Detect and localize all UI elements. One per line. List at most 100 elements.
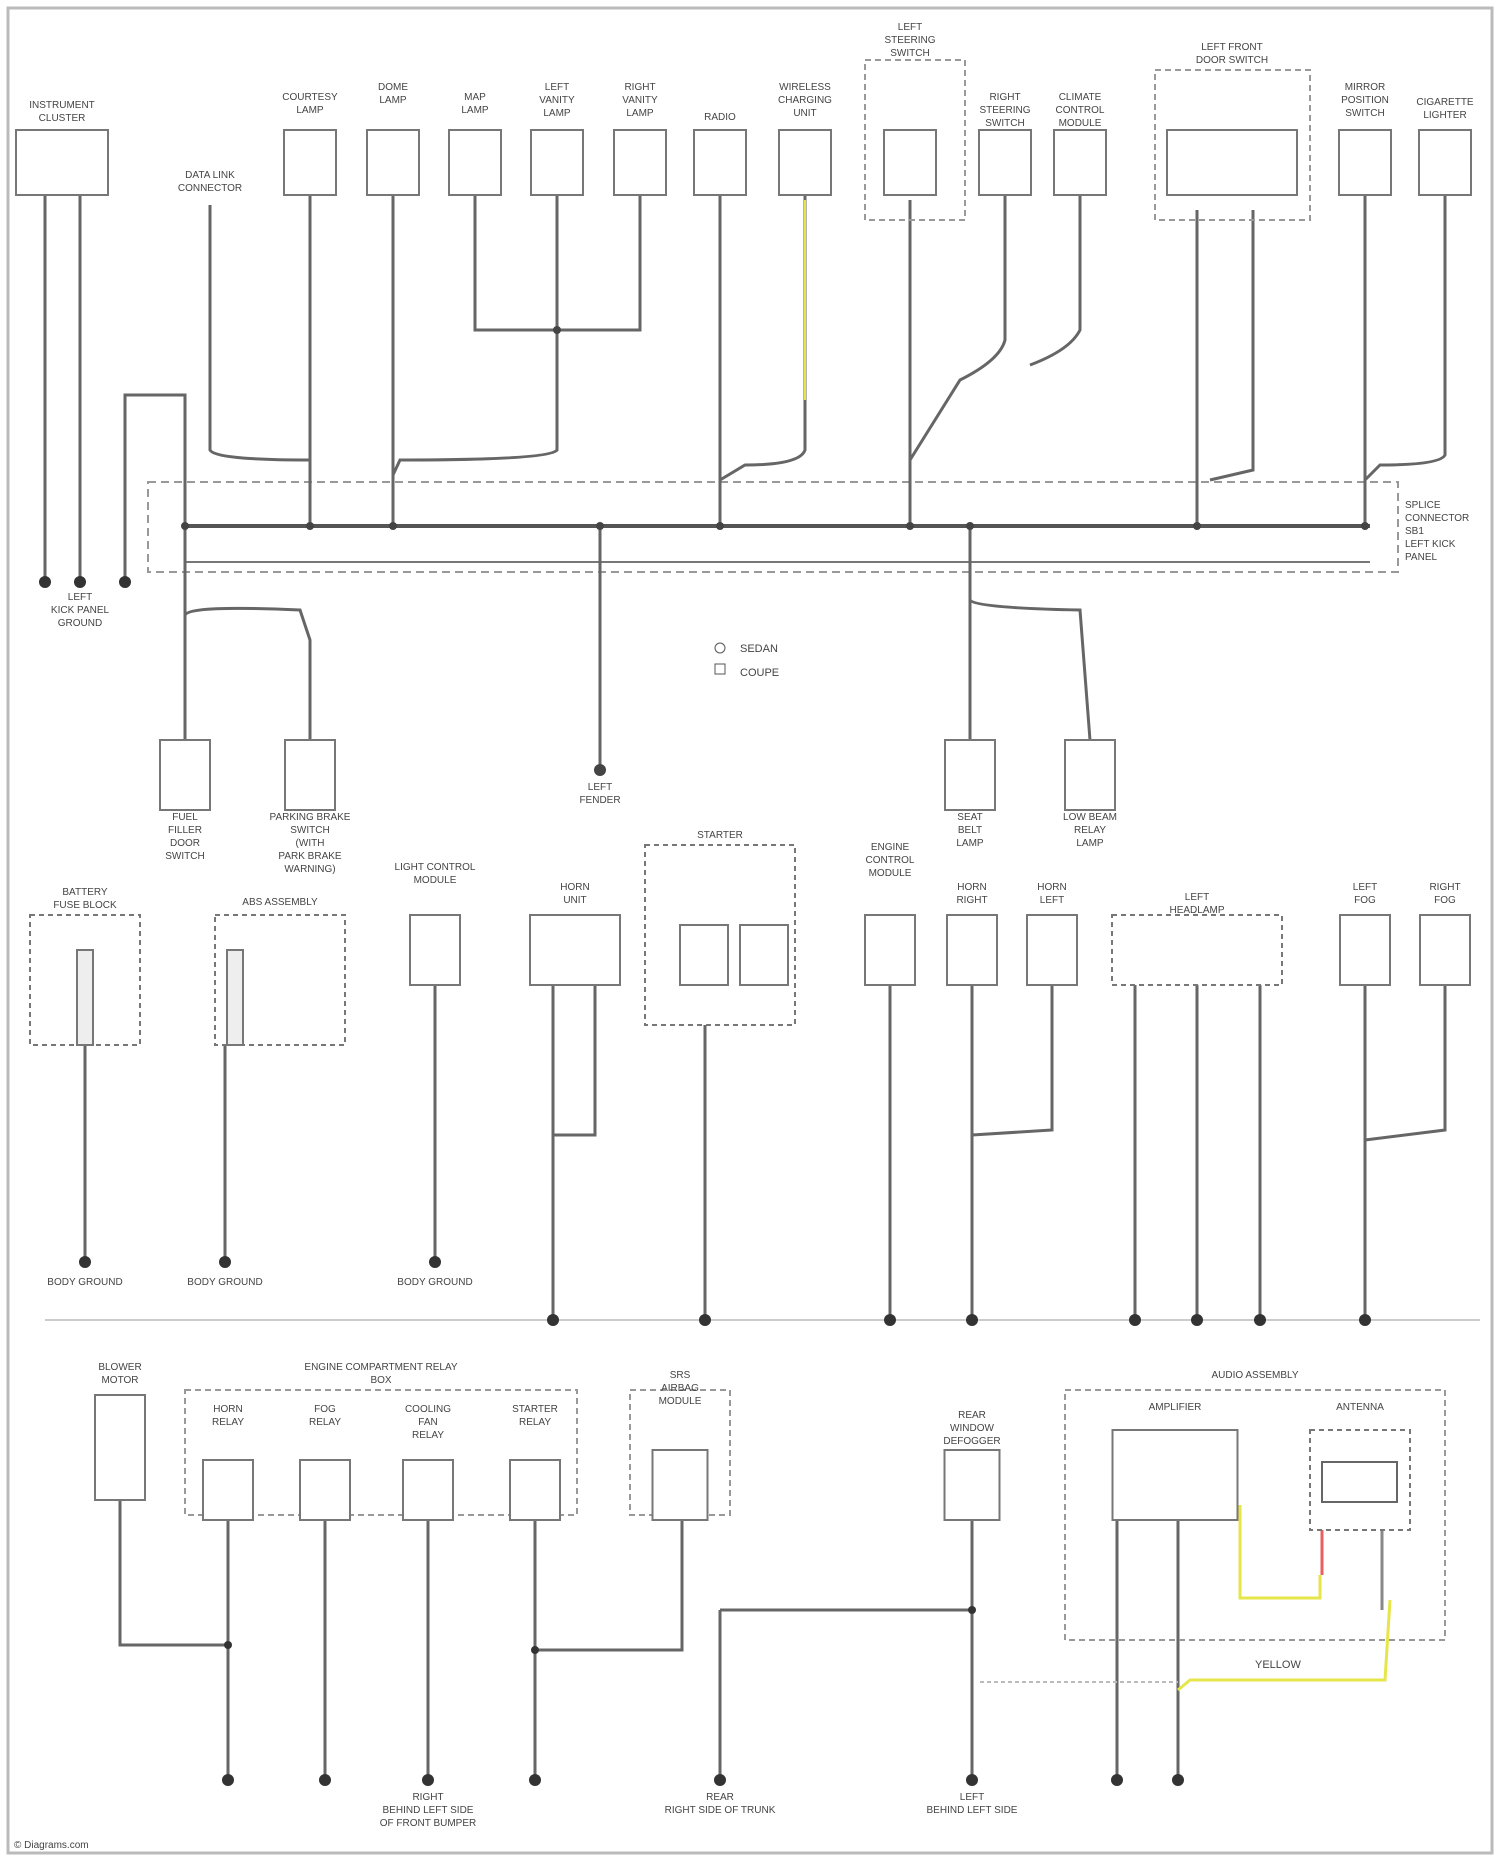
blower-motor-label-line: MOTOR xyxy=(101,1375,138,1386)
ground-location-label-0-line: BEHIND LEFT SIDE xyxy=(383,1805,474,1816)
wireless-charging-unit-label-line: WIRELESS xyxy=(779,82,831,93)
wireless-charging-unit-label-line: UNIT xyxy=(793,108,816,119)
fuel-filler-door-switch-label-line: FUEL xyxy=(172,812,198,823)
fuel-filler-door-switch-connector xyxy=(160,740,210,810)
horn-relay-label-line: HORN xyxy=(213,1404,242,1415)
horn-relay-label-line: RELAY xyxy=(212,1417,244,1428)
legend: SEDAN COUPE xyxy=(715,643,779,679)
ground-location-label-1-line: REAR xyxy=(706,1792,734,1803)
ground-location-label-0-line: RIGHT xyxy=(412,1792,443,1803)
row3-wires xyxy=(120,1500,1178,1780)
cooling-fan-relay-body xyxy=(403,1460,453,1520)
fog-relay-label-line: FOG xyxy=(314,1404,336,1415)
battery-fuse-block-label-line: BATTERY xyxy=(62,887,108,898)
bus-junctions xyxy=(181,326,1369,776)
starter-relay-body xyxy=(510,1460,560,1520)
left-front-door-switch-connector xyxy=(1167,130,1297,195)
left-headlamp-label-line: HEADLAMP xyxy=(1169,905,1224,916)
abs-assembly-label-line: ABS ASSEMBLY xyxy=(242,897,318,908)
left-steering-switch-connector xyxy=(884,130,936,195)
horn-right-label-line: HORN xyxy=(957,882,986,893)
row3-terminals xyxy=(222,1606,1184,1786)
right-steering-switch-connector xyxy=(979,130,1031,195)
parking-brake-switch-label-line: (WITH xyxy=(296,838,325,849)
yellow-label: YELLOW xyxy=(1255,1659,1301,1671)
instrument-cluster-connector xyxy=(16,130,108,195)
airbag-module-body xyxy=(653,1450,708,1520)
splice-connector-label-line: CONNECTOR xyxy=(1405,513,1469,524)
left-vanity-lamp-label-line: LAMP xyxy=(543,108,571,119)
data-link-connector-label-line: DATA LINK xyxy=(185,170,235,181)
courtesy-lamp-label-line: COURTESY xyxy=(282,92,338,103)
horn-right-label-line: RIGHT xyxy=(956,895,987,906)
right-steering-switch-label-line: STEERING xyxy=(979,105,1030,116)
right-fog-label-line: FOG xyxy=(1434,895,1456,906)
mirror-position-switch-connector xyxy=(1339,130,1391,195)
legend-coupe: COUPE xyxy=(740,667,779,679)
instrument-cluster-label-line: CLUSTER xyxy=(39,113,86,124)
rear-window-defogger-label-line: WINDOW xyxy=(950,1423,994,1434)
amplifier-body xyxy=(1113,1430,1238,1520)
parking-brake-switch-connector xyxy=(285,740,335,810)
splice-connector-label-line: SB1 xyxy=(1405,526,1424,537)
fuel-filler-door-switch-label-line: FILLER xyxy=(168,825,202,836)
airbag-module-label-line: SRS xyxy=(670,1370,691,1381)
instrument-cluster-label-line: INSTRUMENT xyxy=(29,100,95,111)
right-vanity-lamp-label-line: RIGHT xyxy=(624,82,655,93)
horn-unit-label-line: HORN xyxy=(560,882,589,893)
dome-lamp-label-line: LAMP xyxy=(379,95,407,106)
parking-brake-switch-label-line: SWITCH xyxy=(290,825,329,836)
left-vanity-lamp-connector xyxy=(531,130,583,195)
climate-control-module-label-line: CONTROL xyxy=(1056,105,1105,116)
climate-control-module-label-line: CLIMATE xyxy=(1059,92,1102,103)
left-headlamp-label-line: LEFT xyxy=(1185,892,1209,903)
left-front-door-switch-label-line: LEFT FRONT xyxy=(1201,42,1262,53)
rear-window-defogger-body xyxy=(945,1450,1000,1520)
left-kick-ground-label-line: LEFT xyxy=(68,592,92,603)
right-fog-label-line: RIGHT xyxy=(1429,882,1460,893)
body-ground-label: BODY GROUND xyxy=(47,1277,122,1288)
battery-fuse-block-label-line: FUSE BLOCK xyxy=(53,900,117,911)
horn-left-body xyxy=(1027,915,1077,985)
horn-relay-body xyxy=(203,1460,253,1520)
map-lamp-label-line: LAMP xyxy=(461,105,489,116)
right-vanity-lamp-connector xyxy=(614,130,666,195)
left-front-door-switch-label-line: DOOR SWITCH xyxy=(1196,55,1268,66)
radio-label-line: RADIO xyxy=(704,112,736,123)
dome-lamp-label-line: DOME xyxy=(378,82,408,93)
antenna-label-line: ANTENNA xyxy=(1336,1402,1384,1413)
horn-left-label-line: LEFT xyxy=(1040,895,1064,906)
right-steering-switch-label-line: SWITCH xyxy=(985,118,1024,129)
fuel-filler-door-switch-label-line: DOOR xyxy=(170,838,200,849)
cooling-fan-relay-label-line: FAN xyxy=(418,1417,437,1428)
left-headlamp-body xyxy=(1112,915,1282,985)
map-lamp-connector xyxy=(449,130,501,195)
data-link-connector-label-line: CONNECTOR xyxy=(178,183,242,194)
yellow-wire-1 xyxy=(1240,1505,1320,1598)
engine-control-module-label-line: CONTROL xyxy=(866,855,915,866)
cigarette-lighter-connector xyxy=(1419,130,1471,195)
left-fog-label-line: LEFT xyxy=(1353,882,1377,893)
climate-control-module-connector xyxy=(1054,130,1106,195)
low-beam-relay-lamp-label-line: RELAY xyxy=(1074,825,1106,836)
ground-location-label-0-line: OF FRONT BUMPER xyxy=(380,1818,476,1829)
radio-connector xyxy=(694,130,746,195)
left-steering-switch-label-line: LEFT xyxy=(898,22,922,33)
low-beam-relay-lamp-label-line: LOW BEAM xyxy=(1063,812,1117,823)
engine-control-module-label-line: MODULE xyxy=(869,868,912,879)
courtesy-lamp-connector xyxy=(284,130,336,195)
wireless-charging-unit-connector xyxy=(779,130,831,195)
horn-unit-body xyxy=(530,915,620,985)
battery-fuse-block-fuse-icon xyxy=(77,950,93,1045)
engine-control-module-body xyxy=(865,915,915,985)
cigarette-lighter-label-line: LIGHTER xyxy=(1423,110,1466,121)
cigarette-lighter-label-line: CIGARETTE xyxy=(1416,97,1474,108)
seat-belt-lamp-label-line: LAMP xyxy=(956,838,984,849)
mirror-position-switch-label-line: MIRROR xyxy=(1345,82,1386,93)
cooling-fan-relay-label-line: COOLING xyxy=(405,1404,451,1415)
starter-relay-b xyxy=(740,925,788,985)
relay-box-label-line: BOX xyxy=(370,1375,391,1386)
climate-control-module-label-line: MODULE xyxy=(1059,118,1102,129)
body-ground-label: BODY GROUND xyxy=(187,1277,262,1288)
